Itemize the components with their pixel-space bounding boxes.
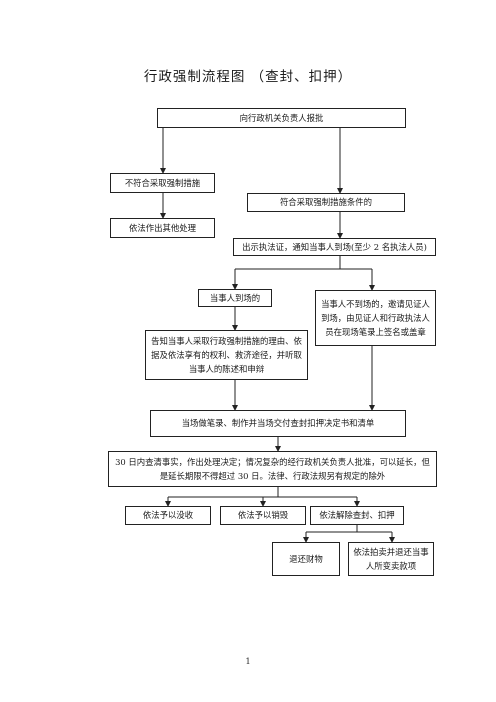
node-record: 当场做笔录、制作并当场交付查封扣押决定书和清单 bbox=[150, 410, 406, 437]
page-number: 1 bbox=[245, 657, 251, 666]
node-confiscate: 依法予以没收 bbox=[125, 506, 211, 525]
node-auction: 依法拍卖并退还当事人所变卖款项 bbox=[348, 542, 434, 576]
node-other-handling: 依法作出其他处理 bbox=[110, 218, 215, 238]
node-not-meet: 不符合采取强制措施 bbox=[110, 173, 215, 193]
node-release: 依法解除查封、扣押 bbox=[310, 506, 404, 525]
node-decision-30: 30 日内查清事实，作出处理决定；情况复杂的经行政机关负责人批准，可以延长，但是… bbox=[108, 451, 437, 487]
node-party-absent: 当事人不到场的，邀请见证人到场，由见证人和行政执法人员在现场笔录上签名或盖章 bbox=[315, 290, 436, 346]
node-report: 向行政机关负责人报批 bbox=[157, 108, 406, 128]
node-show-cert: 出示执法证，通知当事人到场(至少 2 名执法人员) bbox=[233, 238, 436, 256]
page-title: 行政强制流程图 （查封、扣押） bbox=[143, 69, 353, 85]
node-party-present: 当事人到场的 bbox=[198, 289, 272, 307]
node-inform: 告知当事人采取行政强制措施的理由、依据及依法享有的权利、救济途径，并听取当事人的… bbox=[145, 330, 308, 380]
node-destroy: 依法予以销毁 bbox=[220, 506, 306, 525]
node-meet: 符合采取强制措施条件的 bbox=[247, 193, 405, 212]
node-return: 退还财物 bbox=[272, 542, 340, 576]
